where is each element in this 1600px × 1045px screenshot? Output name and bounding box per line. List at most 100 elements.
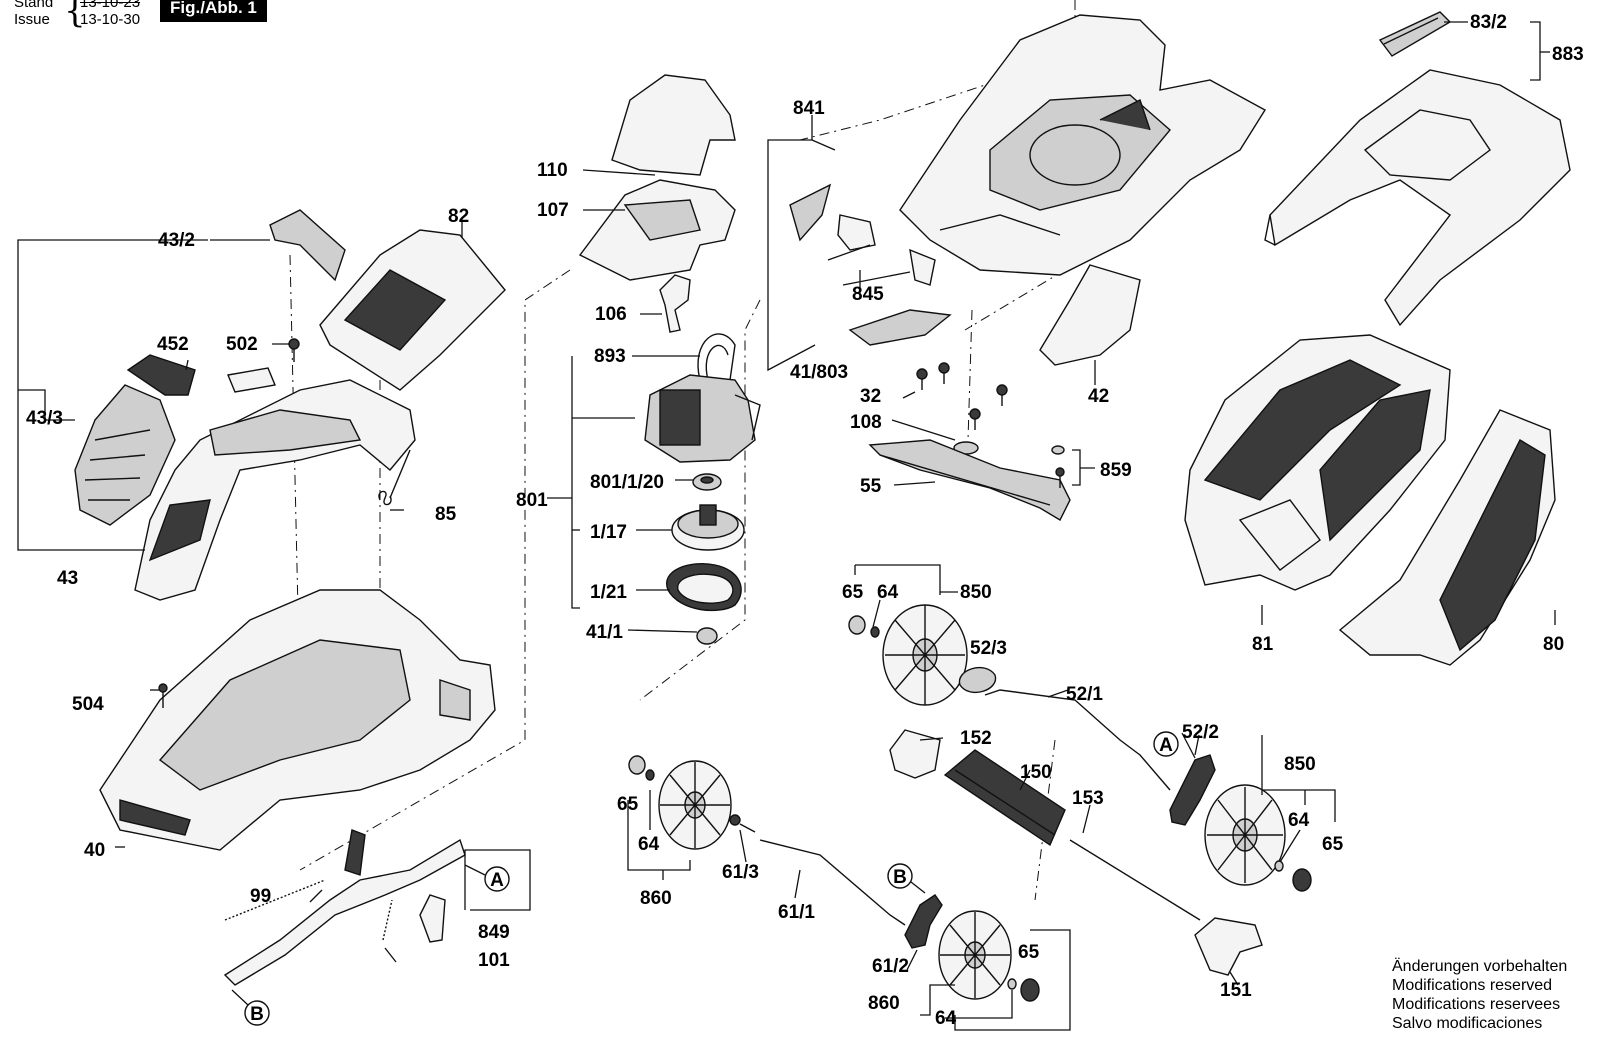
part-switch-106 [659, 274, 691, 333]
callout-801-1-20: 801/1/20 [590, 472, 664, 493]
part-spring-101 [382, 899, 393, 941]
leader-lines [17, 21, 1556, 1031]
callout-860-left: 860 [640, 888, 672, 909]
part-screw-504 [158, 683, 168, 708]
marker-a-lever: A [464, 864, 510, 892]
marker-a-adjuster: A [1153, 731, 1179, 757]
part-grip-43-2 [269, 209, 346, 282]
callout-43-3: 43/3 [26, 408, 63, 429]
callout-61-2: 61/2 [872, 956, 909, 977]
callout-151: 151 [1220, 980, 1252, 1001]
figure-badge: Fig./Abb. 1 [160, 0, 267, 22]
note-french: Modifications reservees [1392, 996, 1561, 1013]
callout-52-1: 52/1 [1066, 684, 1103, 705]
part-pulley-1-17 [671, 504, 745, 551]
part-cap-65-right [1274, 860, 1312, 892]
callout-452: 452 [157, 334, 189, 355]
callout-55: 55 [860, 476, 882, 497]
part-callouts: 83/2 883 841 110 107 43/2 82 452 502 106… [26, 12, 1584, 1029]
callout-81: 81 [1252, 634, 1274, 655]
part-bracket-61-2 [904, 894, 943, 949]
part-motor-cover-110 [611, 74, 736, 176]
callout-150: 150 [1020, 762, 1052, 783]
issue-label: Issue [14, 11, 50, 28]
callout-106: 106 [595, 304, 627, 325]
marker-b-bracket: B [887, 863, 926, 894]
callout-61-3: 61/3 [722, 862, 759, 883]
modification-notes: Änderungen vorbehalten Modifications res… [1392, 957, 1567, 1033]
callout-849: 849 [478, 922, 510, 943]
part-grass-box-81 [1184, 334, 1451, 591]
svg-text:A: A [490, 870, 504, 891]
callout-64-right: 64 [1288, 810, 1310, 831]
part-motor [644, 374, 761, 463]
part-end-cap-151 [1194, 917, 1263, 976]
issue-date: 13-10-30 [80, 11, 141, 28]
callout-859: 859 [1100, 460, 1132, 481]
callout-52-2: 52/2 [1182, 722, 1219, 743]
part-bearing-801-1-20 [692, 473, 722, 491]
callout-883: 883 [1552, 44, 1584, 65]
callout-845: 845 [852, 284, 884, 305]
part-cap-65-rear [1007, 978, 1040, 1002]
callout-893: 893 [594, 346, 626, 367]
part-lower-housing-40 [99, 589, 496, 851]
callout-153: 153 [1072, 788, 1104, 809]
part-bushing-52-3 [958, 666, 997, 694]
callout-65-right: 65 [1322, 834, 1344, 855]
callout-101: 101 [478, 950, 510, 971]
stand-row: Stand [14, 0, 62, 11]
date-brace: { [64, 0, 86, 31]
callout-43: 43 [57, 568, 78, 589]
callout-1-17: 1/17 [590, 522, 627, 543]
callout-152: 152 [960, 728, 992, 749]
note-german: Änderungen vorbehalten [1392, 958, 1568, 975]
part-top-cover-883 [1264, 69, 1571, 327]
callout-801: 801 [516, 490, 548, 511]
callout-83-2: 83/2 [1470, 12, 1507, 33]
part-upper-housing-43 [134, 379, 416, 601]
svg-text:B: B [250, 1004, 264, 1025]
part-adjuster-52-2 [1169, 754, 1216, 826]
part-grip-83-2 [1378, 11, 1452, 57]
callout-32: 32 [860, 386, 881, 407]
part-axle-61-1 [759, 839, 906, 926]
callout-43-2: 43/2 [158, 230, 195, 251]
callout-52-3: 52/3 [970, 638, 1007, 659]
callout-841: 841 [793, 98, 825, 119]
callout-82: 82 [448, 206, 469, 227]
revision-header: Stand Issue { 13-10-23 13-10-30 [14, 0, 140, 28]
part-belt-1-21 [665, 563, 742, 612]
callout-64-upper: 64 [877, 582, 899, 603]
callout-40: 40 [84, 840, 105, 861]
part-lid-82 [319, 229, 506, 391]
part-end-cap-152 [889, 729, 941, 779]
part-lever-849 [223, 829, 466, 986]
part-screws-859 [1051, 445, 1065, 488]
part-badge-452 [126, 354, 196, 396]
part-wheel-860-front-left [658, 760, 732, 850]
callout-41-1: 41/1 [586, 622, 623, 643]
part-flap-841 [789, 183, 952, 346]
part-spring-99 [224, 879, 326, 921]
part-wheel-850-upper [882, 604, 968, 706]
callout-1-21: 1/21 [590, 582, 627, 603]
part-wheel-850-right [1204, 784, 1286, 886]
svg-text:A: A [1159, 735, 1173, 756]
callout-860-rear: 860 [868, 993, 900, 1014]
callout-108: 108 [850, 412, 882, 433]
callout-850-upper: 850 [960, 582, 992, 603]
marker-b-lever: B [231, 989, 270, 1026]
callout-110: 110 [537, 160, 568, 181]
part-axle-52-1 [984, 689, 1171, 791]
part-axle-153 [1069, 839, 1201, 921]
part-grille-43-3 [74, 384, 176, 526]
callout-65-upper: 65 [842, 582, 864, 603]
stand-label: Stand [14, 0, 54, 11]
stand-date: 13-10-23 [80, 0, 141, 11]
svg-text:B: B [893, 867, 907, 888]
callout-42: 42 [1088, 386, 1109, 407]
callout-850-right: 850 [1284, 754, 1316, 775]
callout-65-rear: 65 [1018, 942, 1040, 963]
callout-65-left: 65 [617, 794, 639, 815]
